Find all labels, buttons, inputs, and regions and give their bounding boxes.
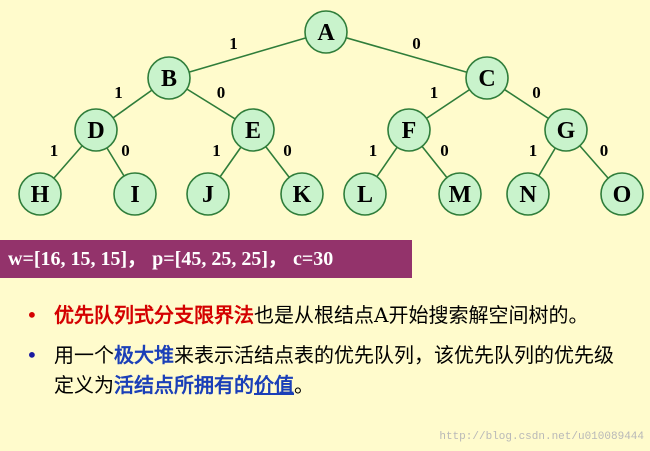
- tree-node-F: [387, 108, 431, 152]
- tree-node-C: [465, 56, 509, 100]
- tree-node-label-B: B: [161, 66, 177, 92]
- tree-edge-A-C: [325, 31, 488, 79]
- tree-node-O: [600, 172, 644, 216]
- tree-edge-A-B: [168, 31, 327, 79]
- tree-node-label-F: F: [402, 118, 417, 144]
- edge-label-C-F: 1: [430, 83, 439, 102]
- bullet-2-text-c: 。: [294, 373, 314, 397]
- bullet-2-text-b: 来表示活结点表的优先队列，该优先队列的优先级定义为: [54, 343, 614, 397]
- tree-node-label-D: D: [87, 118, 104, 144]
- tree-node-label-N: N: [519, 182, 537, 208]
- tree-node-M: [438, 172, 482, 216]
- tree-node-I: [113, 172, 157, 216]
- highlight-value: 价值: [254, 373, 294, 397]
- bullet-list: • 优先队列式分支限界法也是从根结点A开始搜索解空间树的。 • 用一个极大堆来表…: [20, 300, 630, 410]
- tree-node-K: [280, 172, 324, 216]
- watermark-url: http://blog.csdn.net/u010089444: [439, 431, 644, 443]
- edge-label-F-M: 0: [440, 141, 449, 160]
- edge-label-E-K: 0: [283, 141, 292, 160]
- edge-label-E-J: 1: [212, 141, 221, 160]
- edge-label-A-B: 1: [229, 34, 238, 53]
- edge-label-B-E: 0: [217, 83, 226, 102]
- tree-node-label-I: I: [130, 182, 139, 208]
- tree-node-label-O: O: [613, 182, 632, 208]
- tree-node-label-L: L: [357, 182, 373, 208]
- tree-node-label-M: M: [449, 182, 472, 208]
- tree-node-N: [506, 172, 550, 216]
- tree-node-label-A: A: [317, 20, 335, 46]
- tree-node-label-C: C: [478, 66, 495, 92]
- parameters-text: w=[16, 15, 15]， p=[45, 25, 25]， c=30: [8, 248, 334, 270]
- tree-node-B: [147, 56, 191, 100]
- highlight-method-name: 优先队列式分支限界法: [54, 303, 254, 327]
- edge-label-C-G: 0: [532, 83, 541, 102]
- tree-node-D: [74, 108, 118, 152]
- bullet-marker: •: [26, 303, 38, 327]
- edge-label-D-H: 1: [50, 141, 59, 160]
- tree-node-J: [186, 172, 230, 216]
- edge-label-G-O: 0: [600, 141, 609, 160]
- highlight-live-node: 活结点所拥有的: [114, 373, 254, 397]
- bullet-item-2: • 用一个极大堆来表示活结点表的优先队列，该优先队列的优先级定义为活结点所拥有的…: [20, 340, 630, 400]
- edge-label-G-N: 1: [529, 141, 538, 160]
- bullet-2-text-a: 用一个: [54, 343, 114, 367]
- edge-label-F-L: 1: [369, 141, 378, 160]
- tree-node-label-E: E: [245, 118, 261, 144]
- tree-node-E: [231, 108, 275, 152]
- edge-label-B-D: 1: [114, 83, 123, 102]
- tree-node-G: [544, 108, 588, 152]
- highlight-max-heap: 极大堆: [114, 343, 174, 367]
- tree-node-label-G: G: [557, 118, 576, 144]
- tree-node-A: [304, 10, 348, 54]
- tree-node-label-H: H: [31, 182, 50, 208]
- bullet-marker: •: [26, 343, 38, 367]
- bullet-item-1: • 优先队列式分支限界法也是从根结点A开始搜索解空间树的。: [20, 300, 630, 330]
- edge-label-D-I: 0: [121, 141, 130, 160]
- edge-label-A-C: 0: [412, 34, 421, 53]
- tree-node-label-K: K: [293, 182, 312, 208]
- tree-node-label-J: J: [202, 182, 214, 208]
- solution-space-tree: 1 0 1 0 1 0 1 0 1 0 1 0 1 0 A B C D E F G H I J K L M N O: [18, 10, 644, 216]
- parameters-banner: w=[16, 15, 15]， p=[45, 25, 25]， c=30: [0, 240, 412, 278]
- tree-node-H: [18, 172, 62, 216]
- tree-node-L: [343, 172, 387, 216]
- bullet-1-text: 也是从根结点A开始搜索解空间树的。: [254, 303, 589, 327]
